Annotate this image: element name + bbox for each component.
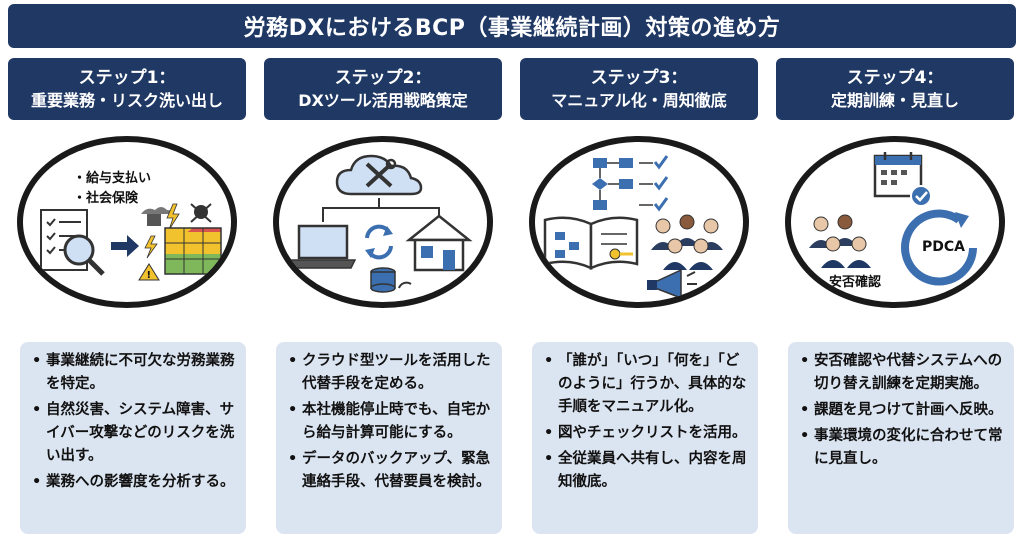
list-item: 事業継続に不可欠な労務業務を特定。 — [30, 350, 236, 396]
step-2-illustration — [273, 136, 493, 308]
list-item: 安否確認や代替システムへの切り替え訓練を定期実施。 — [798, 350, 1004, 396]
list-item: 図やチェックリストを活用。 — [542, 422, 748, 445]
arrow-right-icon — [111, 235, 139, 257]
pdca-cycle-icon: PDCA — [901, 209, 977, 286]
step-1-heading: ステップ1： — [78, 68, 176, 88]
step-4-column: ステップ4： 定期訓練・見直し PDCA — [776, 58, 1014, 534]
list-item: 業務への影響度を分析する。 — [30, 471, 236, 494]
house-icon — [405, 214, 473, 272]
list-item: 本社機能停止時でも、自宅から給与計算可能にする。 — [286, 399, 492, 445]
step-1-header: ステップ1： 重要業務・リスク洗い出し — [8, 58, 246, 120]
step-3-heading: ステップ3： — [590, 68, 688, 88]
risk-matrix-icon — [164, 227, 222, 275]
staff-group-icon — [651, 214, 723, 270]
step-2-column: ステップ2： DXツール活用戦略策定 — [264, 58, 502, 534]
lightning-icon — [166, 203, 180, 231]
list-item: データのバックアップ、緊急連絡手段、代替要員を検討。 — [286, 448, 492, 494]
disaster-icon — [141, 207, 173, 226]
megaphone-icon — [647, 268, 697, 300]
step-3-description: 「誰が」「いつ」「何を」「どのように」行うか、具体的な手順をマニュアル化。 図や… — [532, 342, 758, 534]
step-1-icon-label-2: ・社会保険 — [73, 190, 139, 206]
step-4-subheading: 定期訓練・見直し — [830, 91, 959, 110]
database-icon — [370, 267, 412, 293]
step-3-illustration — [529, 136, 749, 308]
list-item: 事業環境の変化に合わせて常に見直し。 — [798, 425, 1004, 471]
page-title: 労務DXにおけるBCP（事業継続計画）対策の進め方 — [8, 4, 1016, 48]
step-3-subheading: マニュアル化・周知徹底 — [551, 91, 727, 110]
svg-text:!: ! — [147, 270, 152, 281]
step-3-column: ステップ3： マニュアル化・周知徹底 — [520, 58, 758, 534]
safety-check-label: 安否確認 — [829, 274, 881, 290]
check-badge-icon — [910, 185, 932, 207]
manual-book-icon — [543, 216, 639, 270]
step-1-icon-label-1: ・給与支払い — [73, 170, 151, 186]
flowchart-icon — [592, 158, 633, 210]
step-1-subheading: 重要業務・リスク洗い出し — [30, 91, 223, 110]
list-item: 全従業員へ共有し、内容を周知徹底。 — [542, 448, 748, 494]
checkmark-icon — [639, 155, 669, 212]
list-item: クラウド型ツールを活用した代替手段を定める。 — [286, 350, 492, 396]
step-4-header: ステップ4： 定期訓練・見直し — [776, 58, 1014, 120]
step-4-description: 安否確認や代替システムへの切り替え訓練を定期実施。 課題を見つけて計画へ反映。 … — [788, 342, 1014, 534]
pdca-label: PDCA — [922, 239, 965, 255]
key-icon — [609, 248, 633, 260]
warning-icon: ! — [138, 263, 160, 281]
step-2-header: ステップ2： DXツール活用戦略策定 — [264, 58, 502, 120]
list-item: 「誰が」「いつ」「何を」「どのように」行うか、具体的な手順をマニュアル化。 — [542, 350, 748, 419]
step-4-illustration: PDCA 安否確認 — [785, 136, 1005, 308]
step-1-column: ステップ1： 重要業務・リスク洗い出し ・給与支払い ・社会保険 — [8, 58, 246, 534]
step-4-heading: ステップ4： — [846, 68, 944, 88]
people-group-icon — [809, 214, 871, 268]
sync-icon — [365, 224, 393, 260]
step-1-description: 事業継続に不可欠な労務業務を特定。 自然災害、システム障害、サイバー攻撃などのリ… — [20, 342, 246, 534]
step-1-illustration: ・給与支払い ・社会保険 — [17, 136, 237, 308]
skull-icon — [190, 203, 212, 223]
lightning-icon — [144, 235, 158, 259]
step-2-heading: ステップ2： — [334, 68, 432, 88]
step-2-subheading: DXツール活用戦略策定 — [298, 91, 468, 110]
list-item: 課題を見つけて計画へ反映。 — [798, 399, 1004, 422]
magnifier-icon — [63, 234, 105, 276]
cloud-tools-icon — [335, 154, 423, 196]
step-2-description: クラウド型ツールを活用した代替手段を定める。 本社機能停止時でも、自宅から給与計… — [276, 342, 502, 534]
step-3-header: ステップ3： マニュアル化・周知徹底 — [520, 58, 758, 120]
list-item: 自然災害、システム障害、サイバー攻撃などのリスクを洗い出す。 — [30, 399, 236, 468]
laptop-icon — [289, 224, 357, 269]
